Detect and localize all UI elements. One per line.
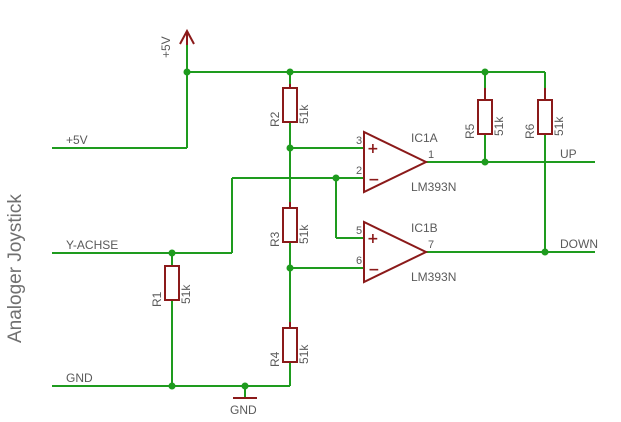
resistor-value: 51k [297,224,311,244]
junction [332,174,340,182]
plus-sign: + [367,141,379,157]
junction [286,264,294,272]
junction [241,382,249,390]
resistor-ref: R1 [150,291,164,307]
junction [168,382,176,390]
resistor-ref: R3 [268,231,282,247]
pin-number: 1 [428,149,434,161]
junction [183,68,191,76]
junction [286,68,294,76]
pin-number: 2 [356,165,362,177]
resistor-r1 [164,265,180,301]
junction [481,68,489,76]
net-label-down: DOWN [560,237,598,251]
resistor-ref: R4 [268,351,282,367]
wires [52,45,595,398]
pin-number: 6 [356,255,362,267]
junctions [168,68,549,390]
minus-sign: − [368,262,380,278]
resistor-r5 [477,88,493,135]
pin-number: 5 [356,225,362,237]
plus-sign: + [367,231,379,247]
resistor-ref: R6 [523,123,537,139]
net-label-ground: GND [66,371,93,385]
resistor-value: 51k [297,344,311,364]
resistor-r2 [282,84,298,123]
ic-ref: IC1A [411,131,438,145]
pin-number: 7 [428,239,434,251]
net-label-input: Y-ACHSE [66,238,118,252]
resistor-ref: R2 [268,111,282,127]
resistor-r4 [282,322,298,363]
comparator-ic1a [363,130,429,194]
junction [541,248,549,256]
resistor-r6 [537,88,553,135]
junction [168,249,176,257]
resistor-value: 51k [492,116,506,136]
ground-symbol-label: GND [230,403,257,417]
resistor-value: 51k [552,116,566,136]
minus-sign: − [368,172,380,188]
resistor-value: 51k [297,104,311,124]
resistor-value: 51k [179,284,193,304]
ic-ref: IC1B [411,221,438,235]
schematic-title: Analoger Joystick [5,194,26,343]
ic-part: LM393N [411,180,456,194]
supply-arrow-icon [179,28,195,45]
supply-label: +5V [159,36,173,58]
resistor-r3 [282,202,298,243]
resistor-ref: R5 [463,123,477,139]
ic-part: LM393N [411,270,456,284]
junction [286,144,294,152]
pin-number: 3 [356,135,362,147]
comparator-ic1b [363,220,429,284]
net-label-up: UP [560,147,577,161]
junction [481,158,489,166]
net-label-supply: +5V [66,133,88,147]
